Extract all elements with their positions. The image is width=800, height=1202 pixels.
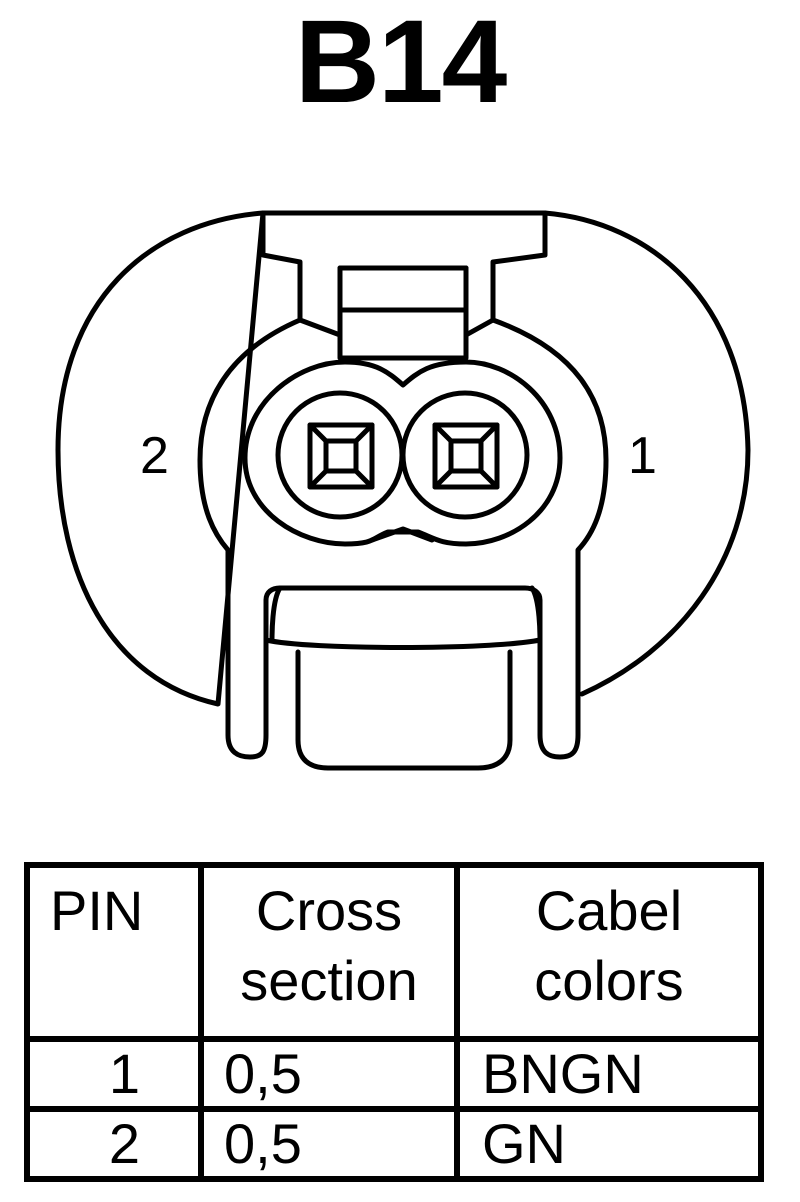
row-2-pin: 2 (24, 1106, 204, 1182)
row-1-cross-section: 0,5 (198, 1036, 460, 1112)
row-2-cross-section: 0,5 (198, 1106, 460, 1182)
pin-2-terminal (307, 422, 375, 490)
row-1-color: BNGN (454, 1036, 764, 1112)
lock-tab-inner (337, 265, 469, 361)
connector-title: B14 (294, 0, 507, 128)
table-row: 2 0,5 GN (24, 1106, 764, 1182)
connector-face-drawing (55, 210, 751, 771)
inner-cavity-outline (197, 317, 609, 760)
header-pin: PIN (24, 862, 204, 1042)
connector-housing-outline (55, 210, 751, 707)
header-cable-colors: Cabel colors (454, 862, 764, 1042)
pin-2-label: 2 (140, 427, 169, 485)
bottom-latch (263, 637, 543, 771)
row-1-pin: 1 (24, 1036, 204, 1112)
header-cross-section: Cross section (198, 862, 460, 1042)
lock-tab (260, 210, 548, 338)
pin-table: PIN Cross section Cabel colors 1 0,5 BNG… (24, 862, 764, 1182)
table-header-row: PIN Cross section Cabel colors (24, 862, 764, 1042)
pin-1-terminal (432, 422, 500, 490)
row-2-color: GN (454, 1106, 764, 1182)
pin-1-socket (400, 390, 530, 520)
pin-2-socket (275, 390, 405, 520)
pin-socket-ring (242, 359, 563, 547)
table-row: 1 0,5 BNGN (24, 1036, 764, 1112)
pin-1-label: 1 (628, 427, 657, 485)
